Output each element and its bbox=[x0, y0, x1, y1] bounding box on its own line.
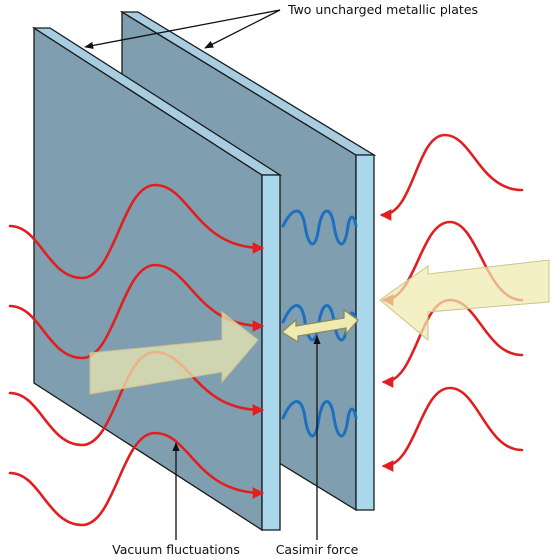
right-wave-4 bbox=[381, 386, 524, 472]
vacuum-label: Vacuum fluctuations bbox=[112, 542, 240, 557]
left-wave-1 bbox=[8, 183, 265, 280]
inside-wave-top bbox=[281, 209, 358, 246]
plates-leader-2 bbox=[204, 9, 281, 49]
right-wave-1 bbox=[379, 133, 524, 221]
inside-wave-bottom bbox=[281, 400, 358, 438]
front-plate bbox=[31, 26, 283, 532]
left-wave-2 bbox=[8, 263, 265, 360]
left-push-arrow bbox=[89, 310, 259, 395]
back-plate-edge bbox=[355, 154, 375, 511]
leader-lines bbox=[84, 9, 321, 540]
right-push-arrow bbox=[379, 259, 550, 342]
left-wave-4 bbox=[8, 431, 265, 527]
plates-leader-1 bbox=[84, 9, 281, 50]
plates-label: Two uncharged metallic plates bbox=[287, 2, 478, 17]
push-arrows bbox=[89, 259, 550, 395]
front-plate-edge bbox=[261, 174, 281, 531]
casimir-label: Casimir force bbox=[276, 542, 359, 557]
casimir-force-arrow bbox=[280, 308, 359, 344]
